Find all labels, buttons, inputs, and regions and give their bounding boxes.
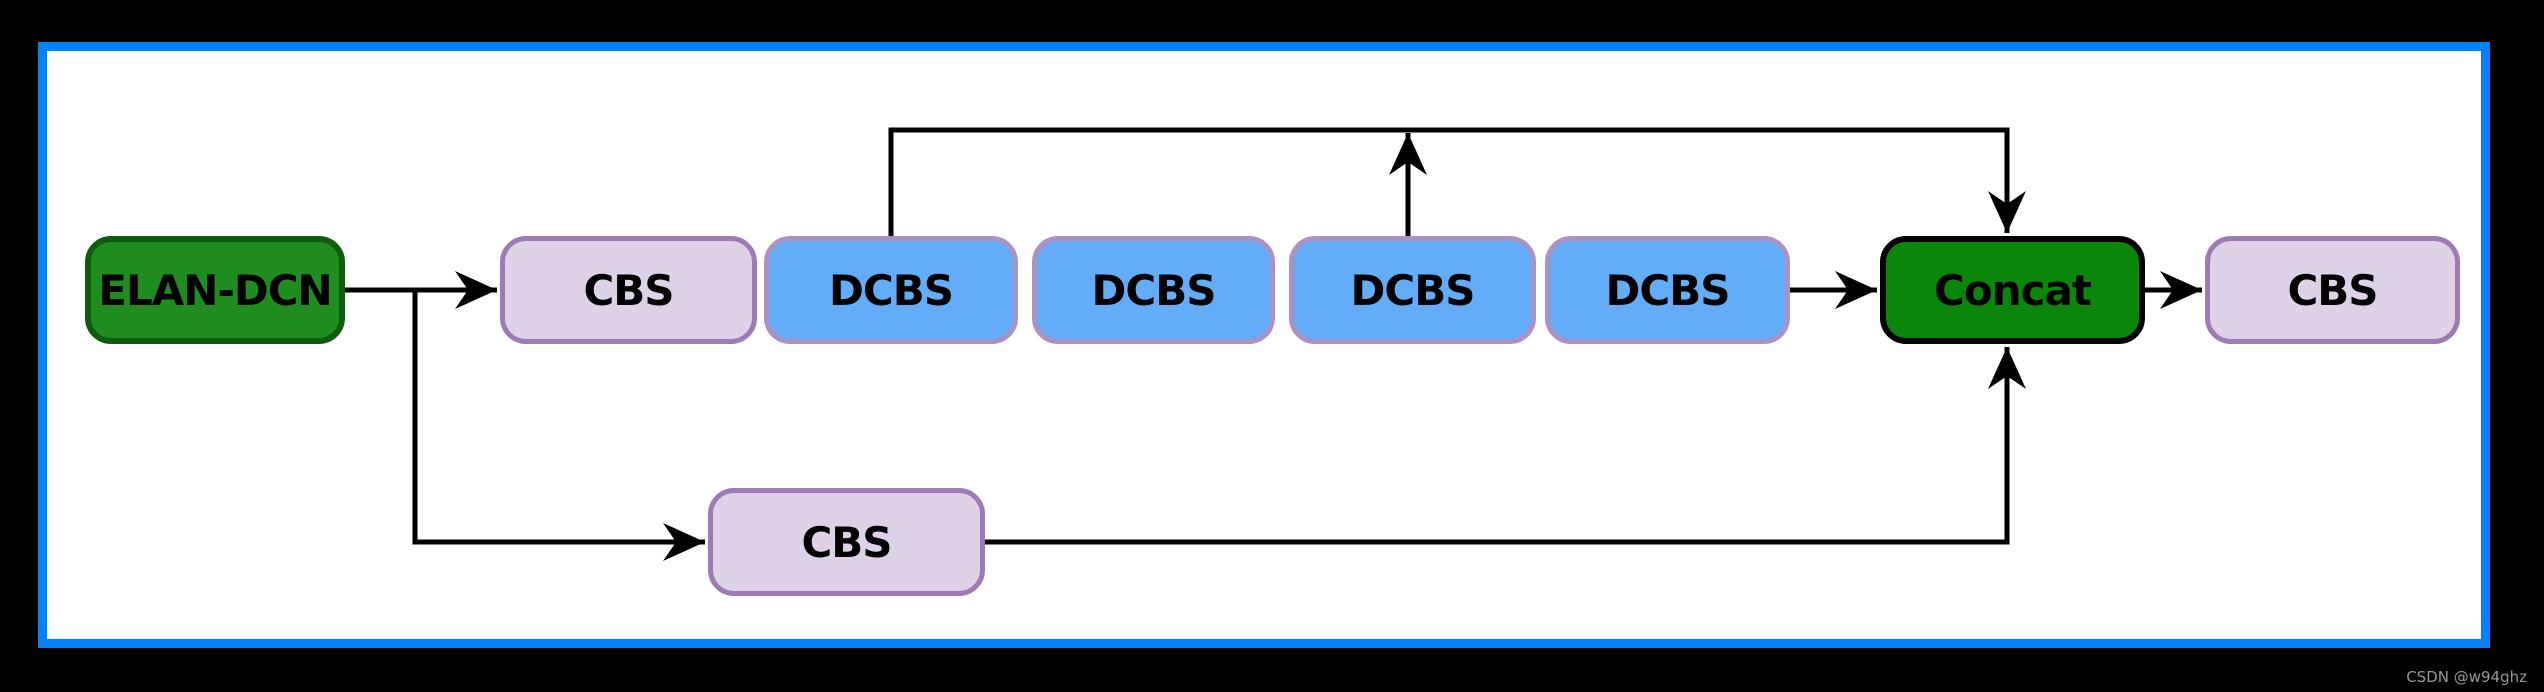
node-dcbs-2: DCBS [1032,236,1275,344]
node-cbs-top-label: CBS [583,265,674,315]
node-cbs-output-label: CBS [2287,265,2378,315]
node-dcbs-1-label: DCBS [829,265,954,315]
node-dcbs-4: DCBS [1545,236,1790,344]
node-dcbs-3: DCBS [1289,236,1536,344]
watermark-text: CSDN @w94ghz [2406,668,2527,686]
node-dcbs-3-label: DCBS [1350,265,1476,315]
node-cbs-bottom: CBS [708,488,985,596]
node-concat: Concat [1880,236,2145,344]
node-concat-label: Concat [1934,265,2092,315]
node-cbs-bottom-label: CBS [801,517,892,567]
node-elan-dcn: ELAN-DCN [85,236,345,344]
node-cbs-output: CBS [2205,236,2460,344]
diagram-frame [38,42,2490,648]
node-dcbs-4-label: DCBS [1605,265,1731,315]
node-dcbs-1: DCBS [764,236,1018,344]
node-dcbs-2-label: DCBS [1091,265,1217,315]
node-elan-dcn-label: ELAN-DCN [98,265,332,315]
node-cbs-top: CBS [500,236,757,344]
